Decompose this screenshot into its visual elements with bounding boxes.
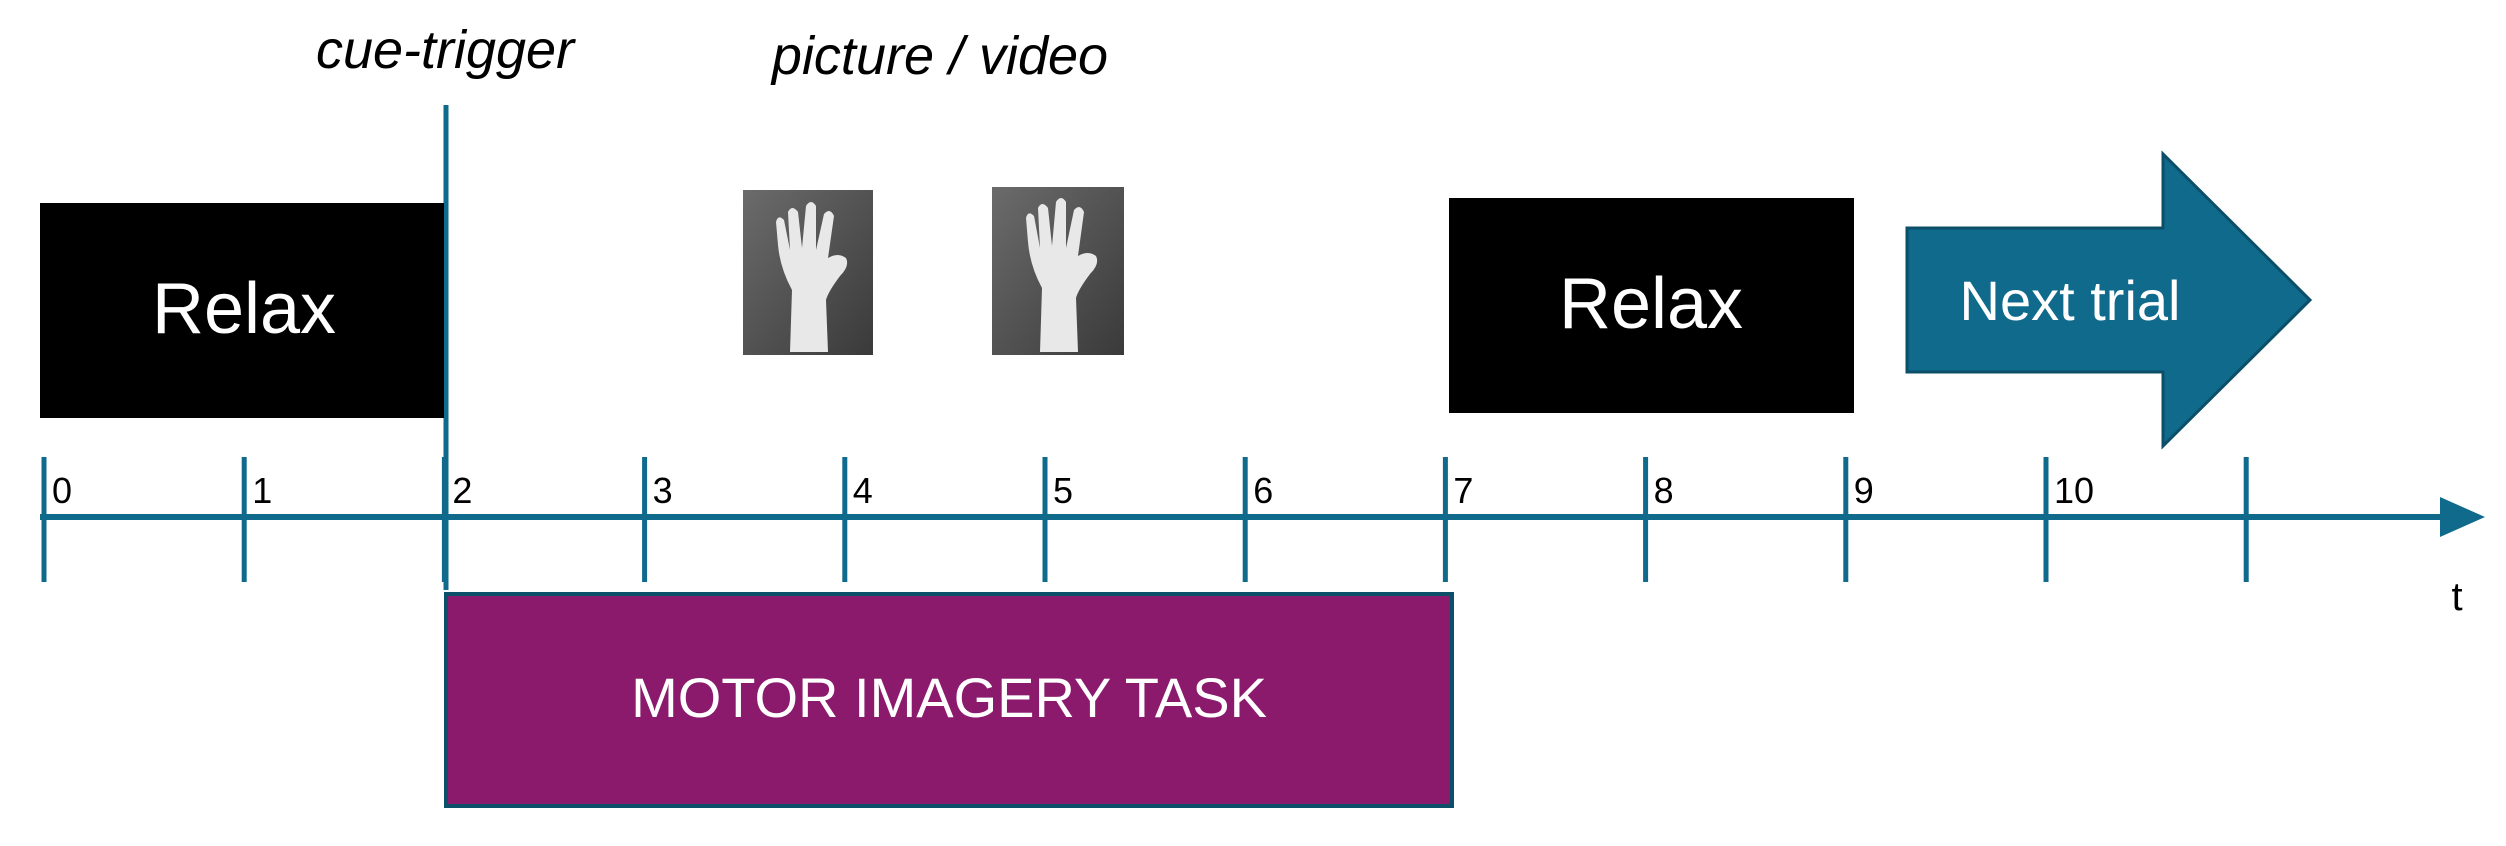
cue-trigger-label: cue-trigger <box>316 20 576 80</box>
time-tick-label: 5 <box>1053 470 1073 511</box>
time-tick-label: 2 <box>452 470 472 511</box>
hand-image-2 <box>992 187 1124 355</box>
time-tick-label: 3 <box>653 470 673 511</box>
time-tick-label: 0 <box>52 470 72 511</box>
time-tick-label: 6 <box>1253 470 1273 511</box>
time-tick-label: 1 <box>252 470 272 511</box>
next-trial-label: Next trial <box>1960 269 2181 332</box>
relax-label-first: Relax <box>152 269 336 349</box>
time-tick-label: 8 <box>1654 470 1674 511</box>
relax-box-first <box>40 203 444 418</box>
time-axis-label: t <box>2451 575 2462 619</box>
time-tick-label: 4 <box>853 470 873 511</box>
time-tick-label: 9 <box>1854 470 1874 511</box>
hand-image-1 <box>743 190 873 355</box>
next-trial-arrow <box>1905 150 2313 450</box>
relax-label-second: Relax <box>1559 264 1743 344</box>
time-axis-arrowhead <box>2440 497 2485 537</box>
motor-imagery-task-box <box>444 592 1454 808</box>
time-tick-label: 10 <box>2054 470 2094 511</box>
relax-box-second <box>1449 198 1854 413</box>
picture-video-label: picture / video <box>770 26 1108 86</box>
time-axis-ticks: 0 1 2 3 4 5 6 7 8 9 10 <box>41 457 2249 582</box>
time-tick-label: 7 <box>1453 470 1473 511</box>
motor-imagery-task-label: MOTOR IMAGERY TASK <box>631 666 1267 729</box>
